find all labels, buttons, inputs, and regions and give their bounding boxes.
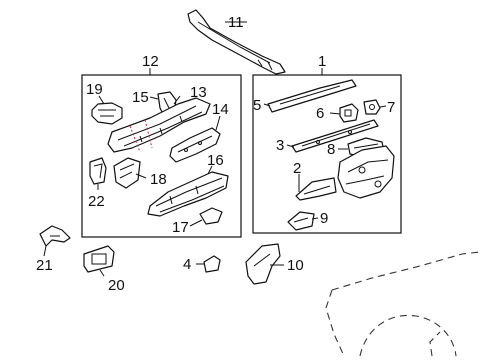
- part-13-side-member: [107, 97, 211, 153]
- part-9-bracket: [287, 211, 315, 231]
- callout-5: 5: [253, 97, 261, 114]
- leader-18: [135, 173, 147, 179]
- leader-15: [149, 96, 159, 100]
- part-21-bracket: [39, 225, 71, 247]
- leader-17: [189, 219, 203, 227]
- part-11-crossmember: [187, 9, 286, 75]
- callout-15: 15: [132, 89, 149, 106]
- part-2-gusset: [295, 177, 337, 201]
- leader-3: [286, 144, 295, 148]
- callout-10: 10: [287, 257, 304, 274]
- group-box-1: [252, 74, 402, 234]
- part-6-clip: [339, 103, 359, 123]
- leader-14: [215, 115, 221, 131]
- callout-1: 1: [318, 53, 326, 70]
- callout-19: 19: [86, 81, 103, 98]
- leader-21: [43, 245, 47, 257]
- callout-7: 7: [387, 99, 395, 116]
- part-10-splash-shield: [245, 243, 281, 285]
- part-apron-panel: [337, 145, 395, 199]
- leader-5: [263, 103, 271, 107]
- part-5-rail: [267, 79, 357, 113]
- callout-17: 17: [172, 219, 189, 236]
- leader-20: [99, 269, 105, 277]
- leader-9: [311, 217, 319, 220]
- callout-22: 22: [88, 193, 105, 210]
- callout-12: 12: [142, 53, 159, 70]
- callout-14: 14: [212, 101, 229, 118]
- leader-16: [207, 165, 213, 175]
- callout-21: 21: [36, 257, 53, 274]
- leader-7: [379, 105, 387, 108]
- callout-6: 6: [316, 105, 324, 122]
- part-3-rail: [291, 119, 379, 153]
- callout-13: 13: [190, 84, 207, 101]
- callout-18: 18: [150, 171, 167, 188]
- part-14-reinforcement: [169, 127, 221, 163]
- callout-16: 16: [207, 152, 224, 169]
- callout-9: 9: [320, 210, 328, 227]
- callout-20: 20: [108, 277, 125, 294]
- callout-2: 2: [293, 160, 301, 177]
- leader-19: [98, 95, 105, 105]
- part-17-bracket: [199, 207, 223, 225]
- part-20-plate: [83, 245, 115, 273]
- callout-8: 8: [327, 141, 335, 158]
- leader-13: [173, 95, 181, 105]
- callout-11: 11: [228, 14, 244, 31]
- part-7-clip: [363, 99, 381, 115]
- part-18-bracket: [113, 157, 141, 189]
- part-16-lower-member: [147, 171, 229, 217]
- group-box-12: [81, 74, 242, 238]
- part-22-bracket: [89, 157, 107, 185]
- part-4-clip: [203, 255, 221, 273]
- part-19-bracket: [91, 102, 123, 125]
- callout-3: 3: [276, 137, 284, 154]
- highlight-cut-line: [129, 119, 153, 153]
- leader-6: [329, 112, 341, 115]
- callout-4: 4: [183, 256, 191, 273]
- fender-outline: [325, 251, 481, 357]
